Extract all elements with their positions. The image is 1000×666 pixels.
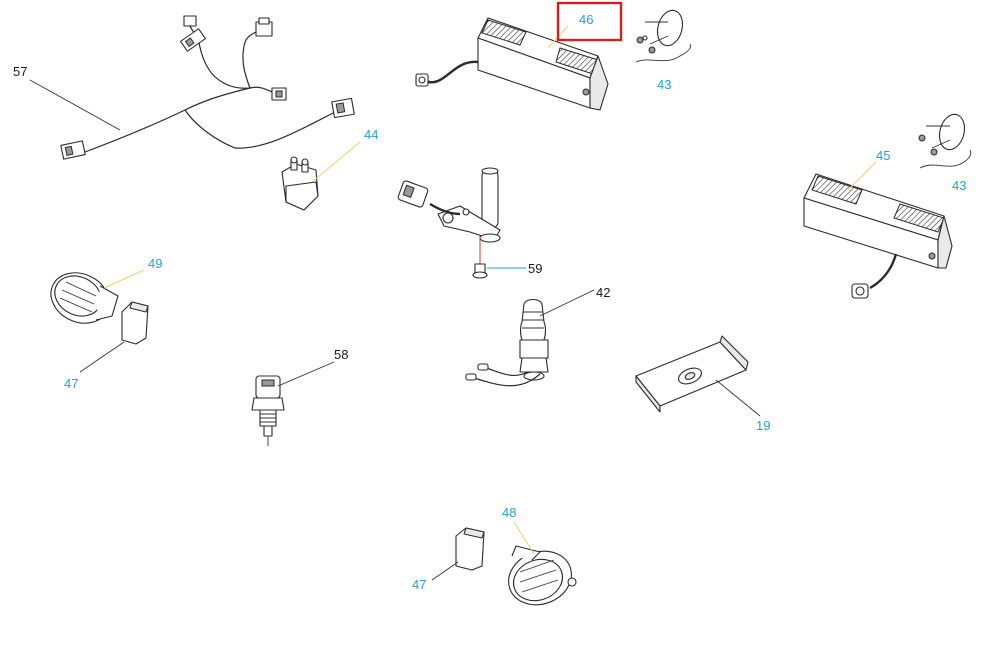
part-45-light-bar: 45 [803, 148, 953, 299]
part-19-bracket-plate: 19 [635, 335, 770, 433]
part-43-mounting-hardware-top: 43 [635, 9, 691, 92]
callout-59: 59 [528, 261, 542, 276]
part-47-lamp-housing-left: 47 [64, 301, 149, 391]
part-59-sensor-assembly: 59 [397, 167, 542, 279]
callout-43-right: 43 [952, 178, 966, 193]
callout-19: 19 [756, 418, 770, 433]
callout-44: 44 [364, 127, 378, 142]
connector-icon [331, 97, 355, 119]
connector-icon [397, 180, 429, 208]
callout-43-top: 43 [657, 77, 671, 92]
part-42-pressure-sensor: 42 [465, 285, 610, 387]
callout-57: 57 [13, 64, 27, 79]
connector-icon [271, 87, 287, 101]
connector-icon [179, 15, 207, 52]
callout-46-highlight-box [556, 1, 623, 42]
part-47-lamp-housing-bottom: 47 [412, 527, 485, 592]
callout-47-bottom: 47 [412, 577, 426, 592]
plug-icon [415, 73, 429, 87]
callout-48: 48 [502, 505, 516, 520]
callout-49: 49 [148, 256, 162, 271]
callout-45: 45 [876, 148, 890, 163]
part-44-pressure-switch: 44 [281, 127, 378, 211]
callout-47-left: 47 [64, 376, 78, 391]
part-49-work-lamp: 49 [50, 256, 162, 324]
connector-icon [255, 17, 273, 37]
part-57-wiring-harness: 57 [13, 15, 355, 160]
part-58-sensor-switch: 58 [251, 347, 348, 446]
part-43-mounting-hardware-right: 43 [918, 113, 972, 193]
callout-58: 58 [334, 347, 348, 362]
part-46-light-bar: 46 [415, 1, 623, 111]
plug-icon [851, 283, 869, 299]
callout-42: 42 [596, 285, 610, 300]
connector-icon [60, 140, 86, 160]
part-48-work-lamp: 48 [502, 505, 577, 606]
callout-46: 46 [579, 12, 593, 27]
